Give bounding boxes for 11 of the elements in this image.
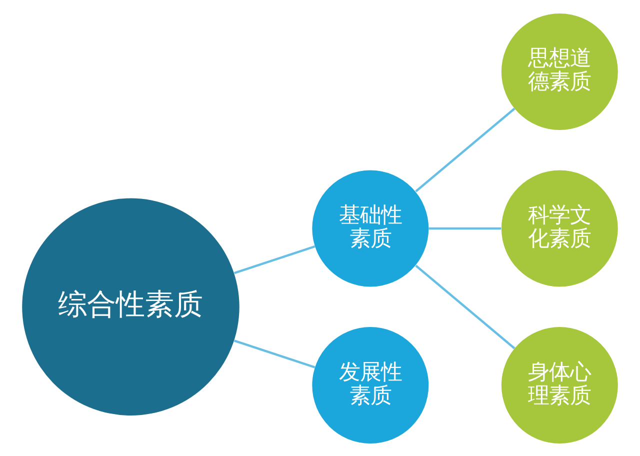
- node-circle: 科学文化素质: [501, 170, 618, 286]
- node-circle: 身体心理素质: [501, 326, 618, 444]
- node-circle: 发展性素质: [312, 326, 429, 444]
- node-circle: 综合性素质: [22, 198, 240, 416]
- node-circle: 思想道德素质: [501, 12, 618, 130]
- connector: [234, 244, 316, 274]
- connector: [428, 226, 502, 230]
- connector: [234, 339, 316, 368]
- node-circle: 基础性素质: [312, 170, 429, 286]
- connector: [415, 264, 516, 349]
- connector: [415, 107, 516, 192]
